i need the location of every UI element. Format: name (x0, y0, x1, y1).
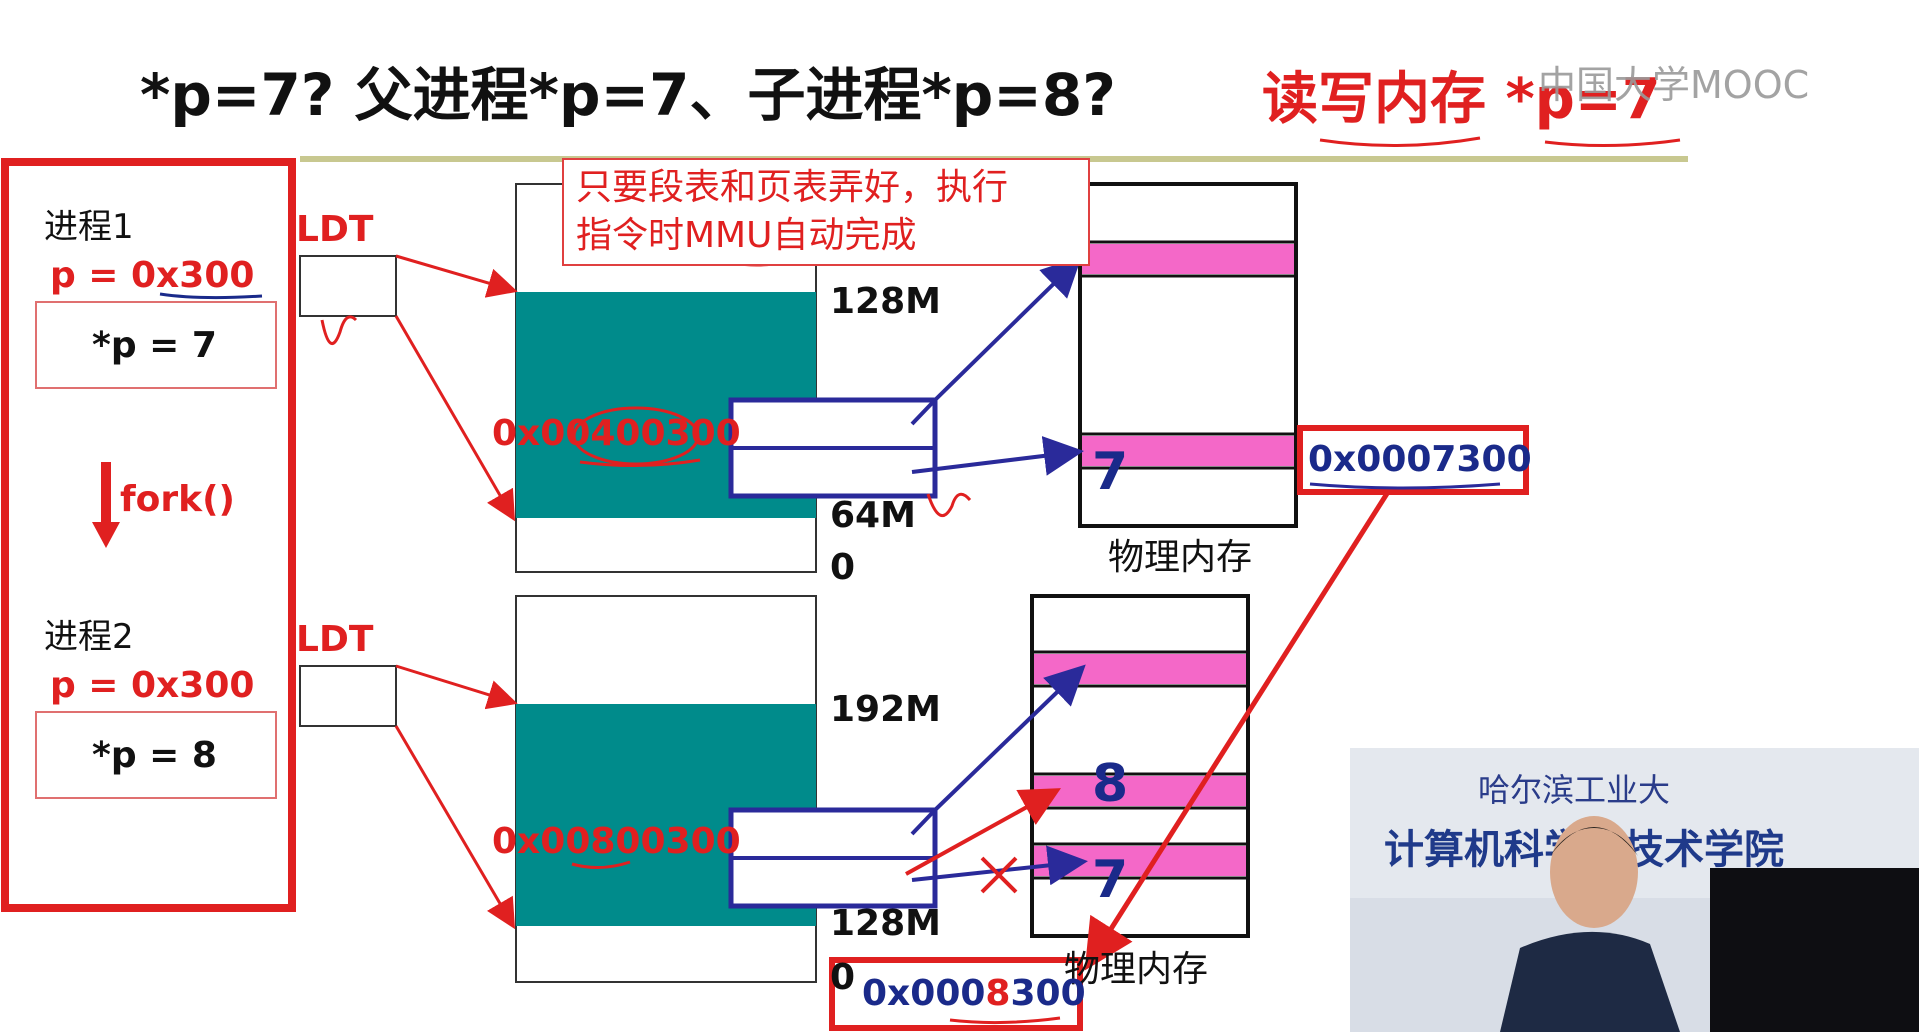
mooc-watermark: 中国大学MOOC (1538, 63, 1810, 107)
phys-value-new: 8 (1092, 754, 1129, 814)
linear-addr-top: 0x00400300 (492, 413, 741, 454)
phys-addr-bottom-prefix: 0x000 (862, 973, 986, 1014)
phys-addr-bottom: 0x0008300 (862, 976, 1086, 1012)
ink-title-underline-2 (1544, 138, 1681, 148)
ldt-arrow-bottom-2 (394, 725, 516, 930)
process-panel-frame (1, 158, 296, 912)
phys-addr-top: 0x0007300 (1308, 439, 1532, 480)
ldt-box-bottom (299, 665, 397, 727)
linear-addr-bottom: 0x00800300 (492, 821, 741, 862)
phys-addr-bottom-highlight (829, 957, 1083, 1031)
lecturer-head (1550, 816, 1638, 928)
ink-squiggle-64m (926, 492, 972, 518)
pt-arrow-bottom-1 (933, 664, 1086, 812)
ldt-box-top (299, 255, 397, 317)
phys-mem-label-top: 物理内存 (1108, 537, 1253, 578)
mark-0-bottom: 0 (830, 957, 856, 998)
phys-addr-top-highlight (1297, 425, 1529, 495)
ink-squiggle-ldt (320, 315, 358, 345)
ink-p-underline (159, 292, 263, 300)
mark-64m-top: 64M (830, 495, 916, 536)
lecturer-hair (1550, 827, 1638, 856)
process1-name: 进程1 (44, 207, 134, 247)
ink-circle-addr (572, 406, 700, 466)
pt-arrow-top-2 (911, 436, 1084, 476)
mark-128m-bottom: 128M (830, 903, 941, 944)
process1-pointer: p = 0x300 (50, 255, 255, 296)
video-school-name: 哈尔滨工业大 (1478, 771, 1671, 809)
pt-arrow-top-3 (910, 398, 937, 426)
phys-page-top-b (1082, 436, 1294, 466)
mark-0-top: 0 (830, 547, 856, 588)
ink-underline-addr-bottom (571, 860, 631, 869)
ink-underline-addr-top (579, 458, 701, 468)
process2-statement-box (35, 711, 277, 799)
ink-title-underline (1319, 136, 1481, 148)
process2-pointer: p = 0x300 (50, 665, 255, 706)
callout-line-2: 指令时MMU自动完成 (576, 215, 917, 256)
phys-value-top: 7 (1092, 442, 1129, 502)
phys-value-old: 7 (1092, 850, 1129, 910)
mmu-callout: 只要段表和页表弄好，执行 指令时MMU自动完成 (562, 158, 1090, 266)
process2-name: 进程2 (44, 617, 134, 657)
pt-arrow-bottom-3 (910, 808, 937, 836)
phys-page-top-a (1082, 244, 1294, 274)
video-scene (1500, 816, 1919, 1032)
process1-statement-box (35, 301, 277, 389)
fork-label: fork() (120, 479, 235, 520)
fork-arrow-shaft (101, 462, 111, 524)
ldt-arrow-bottom-1 (395, 664, 518, 710)
slide-title-highlight: 读写内存 *p=7 (1262, 67, 1661, 132)
phys-addr-connector (1084, 490, 1391, 971)
ink-underline-phys-bottom (949, 1016, 1061, 1025)
cross-mark-b (980, 856, 1018, 894)
cow-arrow (905, 788, 1061, 876)
ldt-arrow-top-1 (395, 254, 518, 298)
ldt-label-top: LDT (296, 209, 374, 250)
phys-page-bottom-b (1034, 776, 1246, 806)
ink-underline-phys-top (1309, 482, 1501, 490)
phys-page-bottom-c (1034, 846, 1246, 876)
phys-mem-label-bottom: 物理内存 (1064, 949, 1209, 990)
phys-page-bottom-a (1034, 654, 1246, 684)
callout-line-1: 只要段表和页表弄好，执行 (576, 167, 1009, 208)
process2-statement: *p = 8 (92, 735, 217, 776)
lecturer-figure (1500, 931, 1680, 1032)
lecturer-video: 哈尔滨工业大 计算机科学与技术学院 (1350, 748, 1919, 1032)
mark-128m-top: 128M (830, 281, 941, 322)
process1-statement: *p = 7 (92, 325, 217, 366)
slide-title: *p=7? 父进程*p=7、子进程*p=8? (140, 61, 1116, 129)
pt-arrow-top-1 (933, 256, 1082, 402)
ldt-arrow-top-2 (394, 315, 516, 522)
phys-addr-bottom-suffix: 300 (1010, 973, 1086, 1014)
phys-addr-bottom-digit: 8 (985, 973, 1011, 1014)
mark-192m-bottom: 192M (830, 689, 941, 730)
fork-arrow-head (92, 522, 120, 548)
ldt-label-bottom: LDT (296, 619, 374, 660)
monitor (1710, 868, 1919, 1032)
